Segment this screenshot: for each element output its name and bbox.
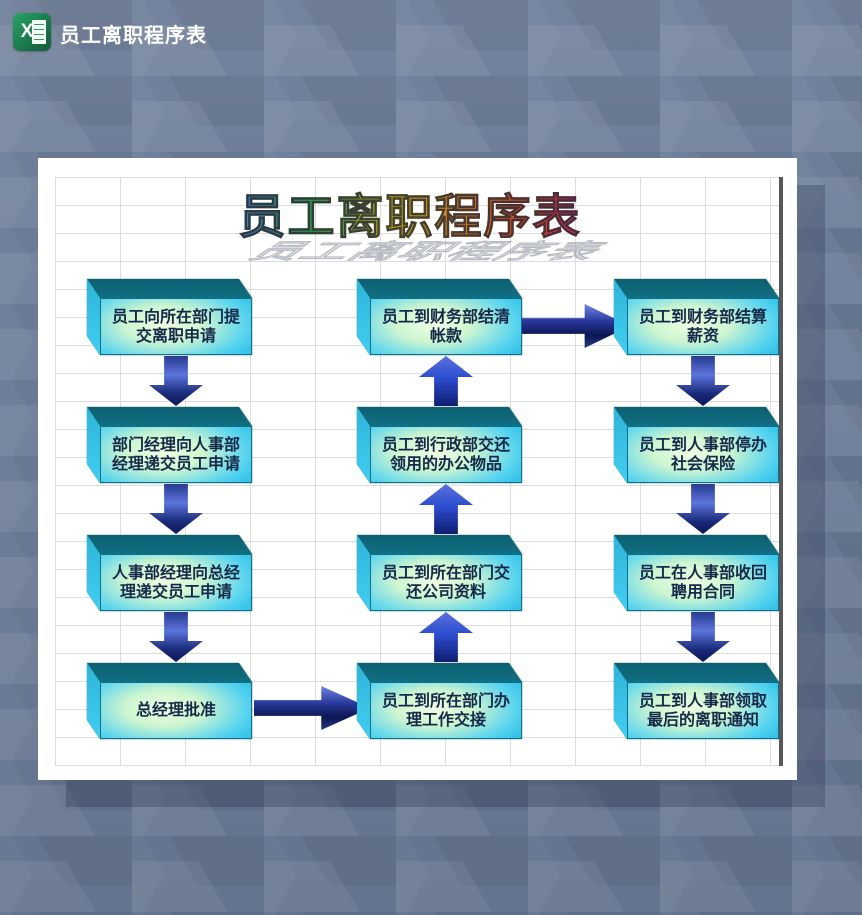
box-label: 员工在人事部收回聘用合同 (627, 554, 779, 611)
box-top-face (614, 535, 779, 554)
box-top-face (87, 279, 252, 298)
worksheet-panel: 员工离职程序表 员工离职程序表 员工向所在部门提交离职申请 部门经理向人事部经理… (38, 158, 797, 780)
box-top-face (614, 663, 779, 682)
flow-box-settle-accounts[interactable]: 员工到财务部结清帐款 (357, 279, 522, 355)
flow-box-work-handover[interactable]: 员工到所在部门办理工作交接 (357, 663, 522, 739)
box-top-face (357, 279, 522, 298)
excel-icon: X (13, 13, 51, 51)
wordart-title: 员工离职程序表 (170, 178, 650, 247)
box-side-face (614, 407, 628, 483)
box-label: 人事部经理向总经理递交员工申请 (100, 554, 252, 611)
flow-box-submit-resignation[interactable]: 员工向所在部门提交离职申请 (87, 279, 252, 355)
flow-box-stop-social-insurance[interactable]: 员工到人事部停办社会保险 (614, 407, 779, 483)
box-side-face (87, 535, 101, 611)
box-label: 部门经理向人事部经理递交员工申请 (100, 426, 252, 483)
sheet-right-border (779, 177, 783, 766)
flow-box-final-notice[interactable]: 员工到人事部领取最后的离职通知 (614, 663, 779, 739)
box-label: 总经理批准 (100, 682, 252, 739)
box-label: 员工到人事部停办社会保险 (627, 426, 779, 483)
box-top-face (87, 535, 252, 554)
box-label: 员工到财务部结清帐款 (370, 298, 522, 355)
box-top-face (87, 663, 252, 682)
box-side-face (357, 535, 371, 611)
box-label: 员工到人事部领取最后的离职通知 (627, 682, 779, 739)
box-label: 员工向所在部门提交离职申请 (100, 298, 252, 355)
box-side-face (614, 279, 628, 355)
box-top-face (357, 535, 522, 554)
flow-box-settle-salary[interactable]: 员工到财务部结算薪资 (614, 279, 779, 355)
box-side-face (357, 279, 371, 355)
page-header: X 员工离职程序表 (0, 0, 862, 64)
excel-icon-letter: X (20, 21, 34, 42)
flow-box-dept-manager-forward[interactable]: 部门经理向人事部经理递交员工申请 (87, 407, 252, 483)
flow-box-return-office-items[interactable]: 员工到行政部交还领用的办公物品 (357, 407, 522, 483)
box-side-face (87, 407, 101, 483)
box-side-face (614, 535, 628, 611)
box-side-face (614, 663, 628, 739)
box-top-face (614, 407, 779, 426)
flow-box-return-company-materials[interactable]: 员工到所在部门交还公司资料 (357, 535, 522, 611)
box-top-face (357, 407, 522, 426)
box-side-face (357, 663, 371, 739)
box-label: 员工到行政部交还领用的办公物品 (370, 426, 522, 483)
box-top-face (614, 279, 779, 298)
box-label: 员工到所在部门交还公司资料 (370, 554, 522, 611)
flow-box-retrieve-contract[interactable]: 员工在人事部收回聘用合同 (614, 535, 779, 611)
page-title: 员工离职程序表 (60, 25, 207, 47)
box-label: 员工到所在部门办理工作交接 (370, 682, 522, 739)
box-top-face (87, 407, 252, 426)
excel-icon-sheet (32, 20, 46, 44)
box-top-face (357, 663, 522, 682)
box-label: 员工到财务部结算薪资 (627, 298, 779, 355)
flow-box-hr-manager-forward[interactable]: 人事部经理向总经理递交员工申请 (87, 535, 252, 611)
box-side-face (357, 407, 371, 483)
box-side-face (87, 279, 101, 355)
flow-box-gm-approval[interactable]: 总经理批准 (87, 663, 252, 739)
box-side-face (87, 663, 101, 739)
